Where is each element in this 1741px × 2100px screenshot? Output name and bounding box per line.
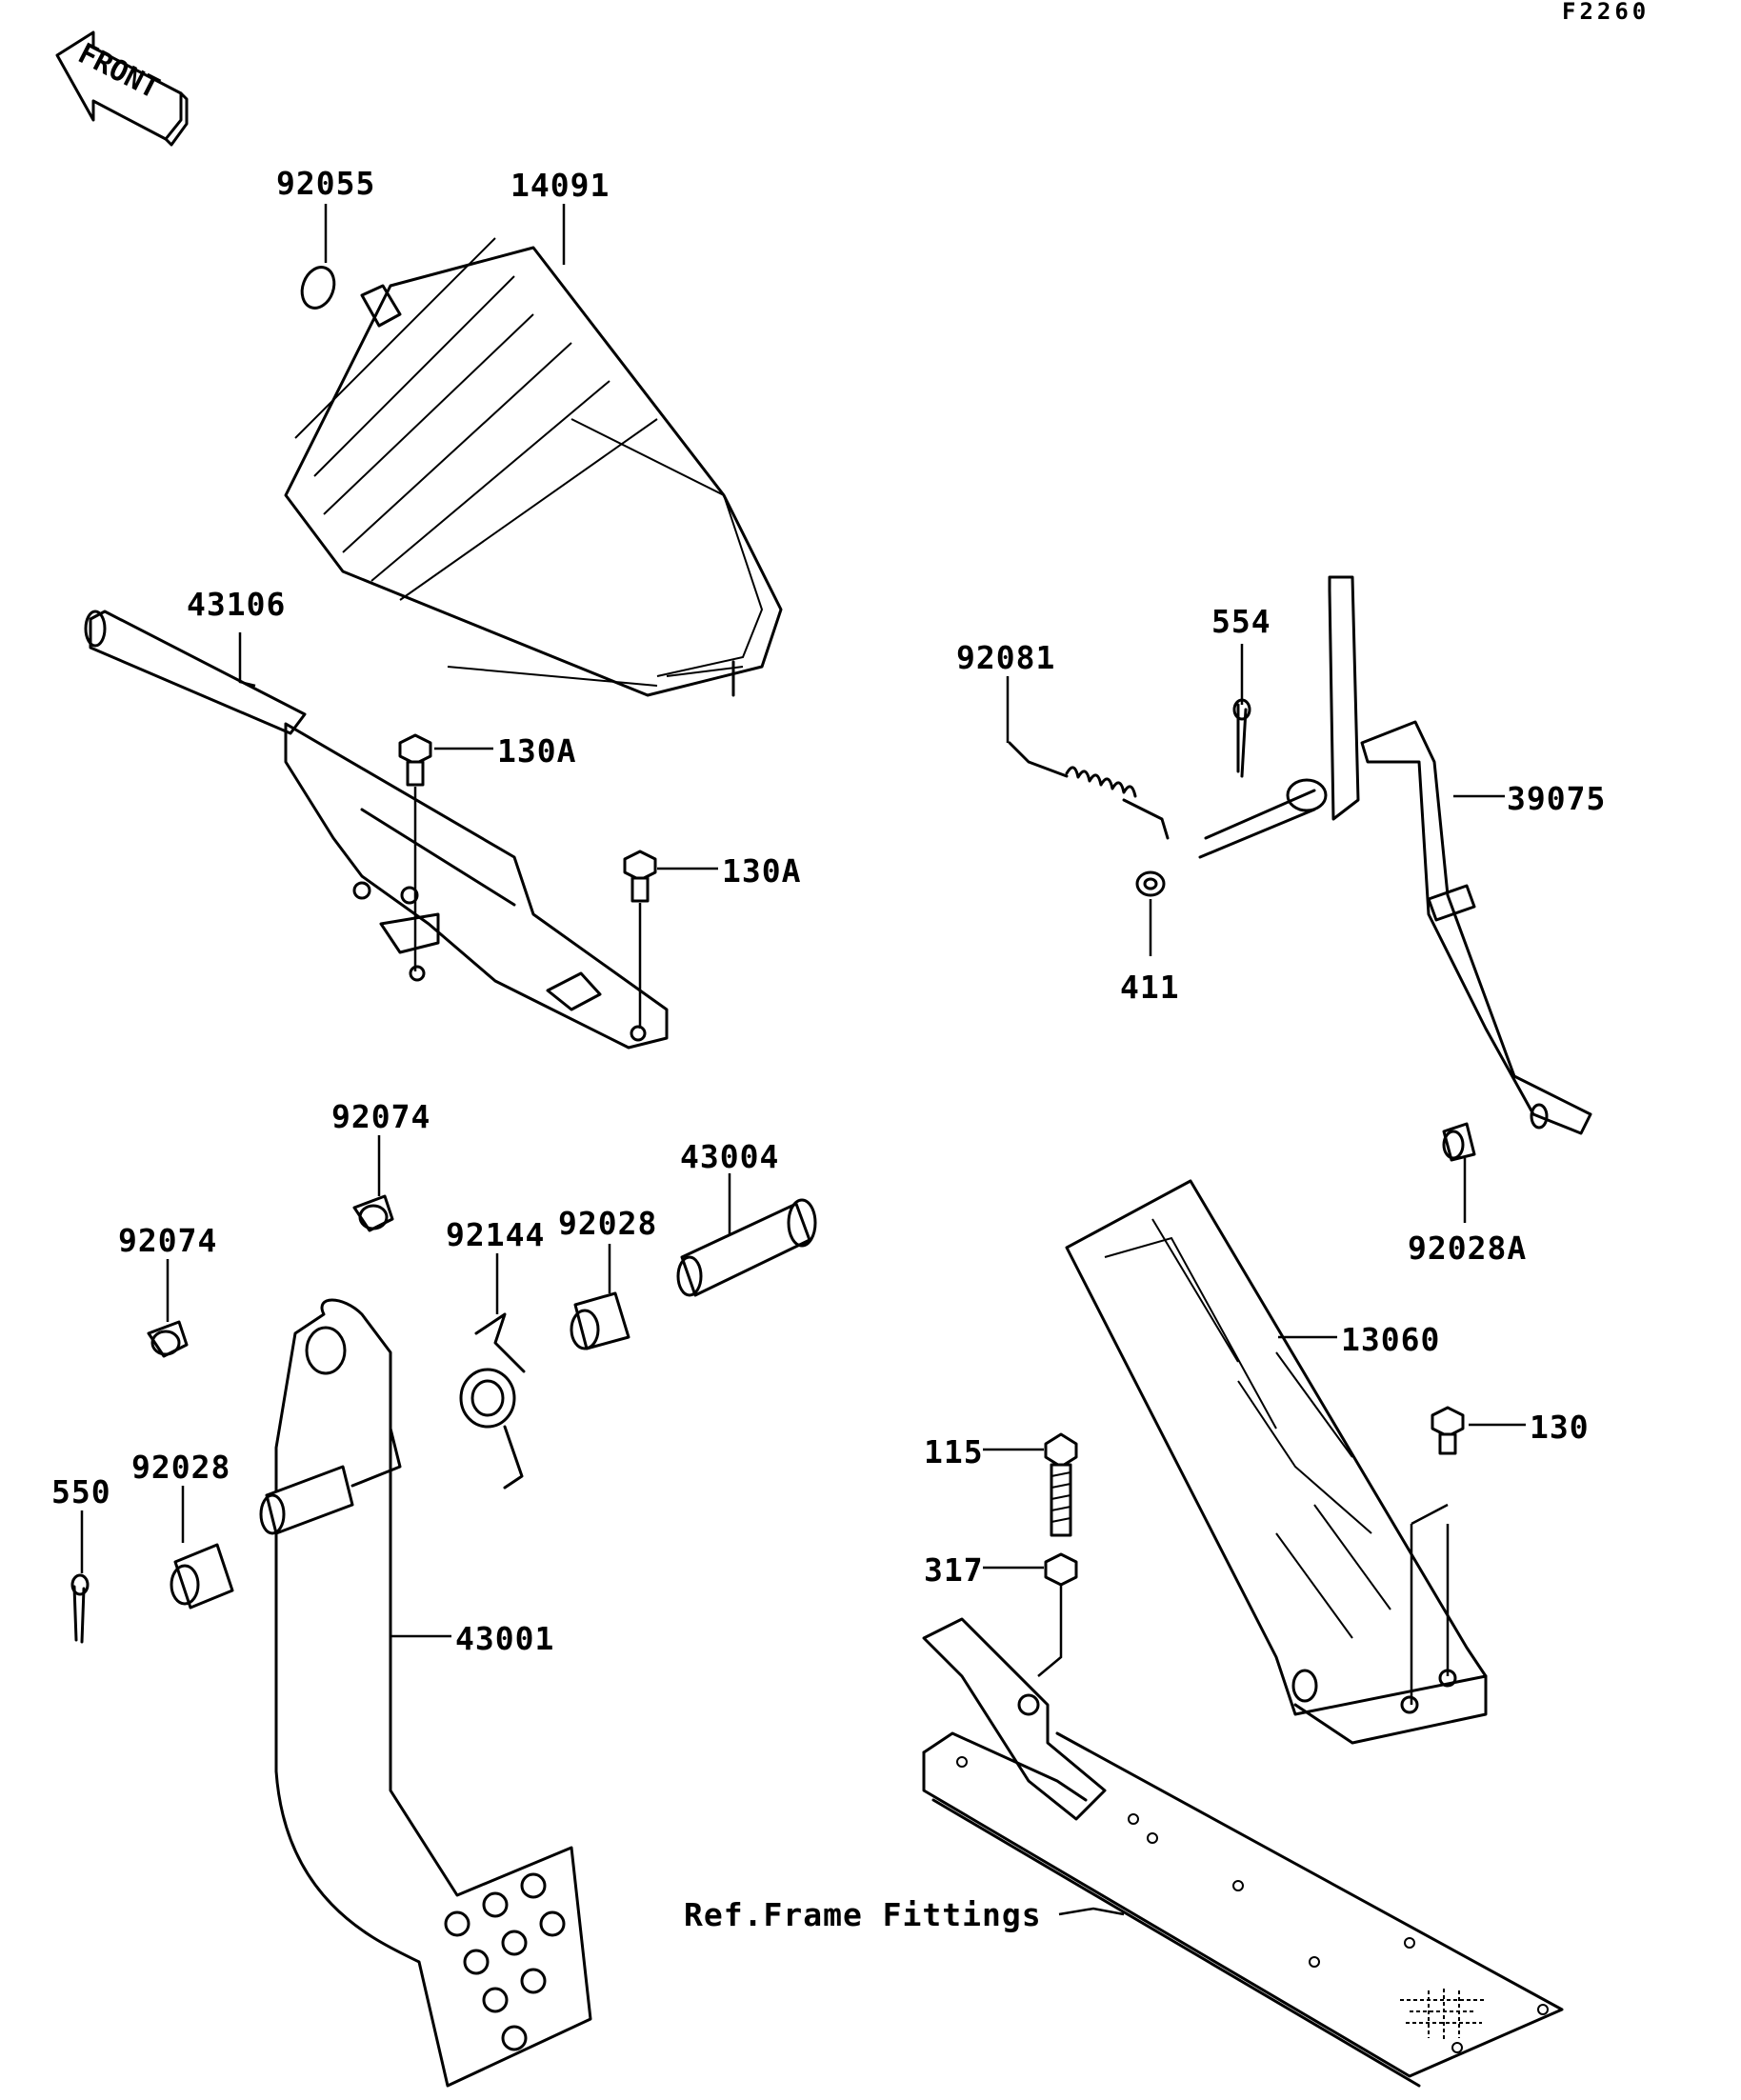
part-label-92074-2: 92074	[118, 1222, 217, 1259]
part-label-92074-1: 92074	[331, 1098, 430, 1135]
washer-411	[1135, 870, 1166, 897]
brake-rod-39075-part	[1198, 575, 1592, 1135]
part-label-43004: 43004	[680, 1138, 779, 1175]
bolt-115	[1044, 1432, 1078, 1537]
brake-pedal-part	[259, 1298, 592, 2088]
frame-fitting-part	[922, 1617, 1564, 2088]
part-label-130: 130	[1530, 1409, 1590, 1446]
part-label-13060: 13060	[1341, 1321, 1440, 1358]
cotter-pin-554	[1232, 698, 1251, 778]
cotter-pin-550	[70, 1573, 90, 1644]
part-label-92055: 92055	[276, 165, 375, 202]
part-label-550: 550	[51, 1473, 111, 1510]
part-label-43001: 43001	[455, 1620, 554, 1657]
part-label-130a-1: 130A	[497, 732, 576, 770]
bolt-130a-2	[623, 850, 657, 1029]
part-label-411: 411	[1120, 969, 1180, 1006]
front-arrow-icon: FRONT	[55, 30, 189, 147]
part-label-92028-1: 92028	[558, 1205, 657, 1242]
part-label-39075: 39075	[1507, 780, 1606, 817]
bolt-130	[1410, 1406, 1465, 1705]
part-label-317: 317	[924, 1551, 984, 1589]
part-label-14091: 14091	[510, 167, 610, 204]
cap-92074-1	[352, 1194, 394, 1232]
brake-boot-part	[284, 237, 783, 697]
diagram-code: F2260	[1562, 0, 1650, 25]
pedal-pad	[444, 1872, 566, 2051]
pin-43004	[676, 1198, 817, 1297]
bushing-92028-2	[170, 1543, 234, 1610]
part-label-92028-2: 92028	[131, 1449, 230, 1486]
bushing-92028a	[1442, 1122, 1476, 1162]
o-ring-92055	[300, 266, 336, 310]
bushing-92028-1	[570, 1291, 630, 1350]
part-label-92081: 92081	[956, 639, 1055, 676]
accelerator-pedal-part	[1065, 1179, 1488, 1745]
frame-grid-icon	[1400, 1989, 1486, 2040]
part-label-130a-2: 130A	[722, 852, 801, 890]
ref-frame-fittings-label: Ref.Frame Fittings	[684, 1896, 1042, 1933]
bolt-130a-1	[398, 733, 432, 971]
part-label-92028a: 92028A	[1408, 1230, 1527, 1267]
part-label-115: 115	[924, 1433, 984, 1470]
part-label-43106: 43106	[187, 586, 286, 623]
part-label-92144: 92144	[446, 1216, 545, 1253]
spring-92081-part	[1008, 741, 1170, 840]
leader-lines	[80, 204, 1526, 1916]
part-label-554: 554	[1211, 603, 1271, 640]
cap-92074-2	[147, 1320, 189, 1358]
return-spring-92144	[459, 1312, 526, 1490]
nut-317	[1037, 1552, 1078, 1677]
parking-brake-lever-part	[84, 610, 669, 1050]
